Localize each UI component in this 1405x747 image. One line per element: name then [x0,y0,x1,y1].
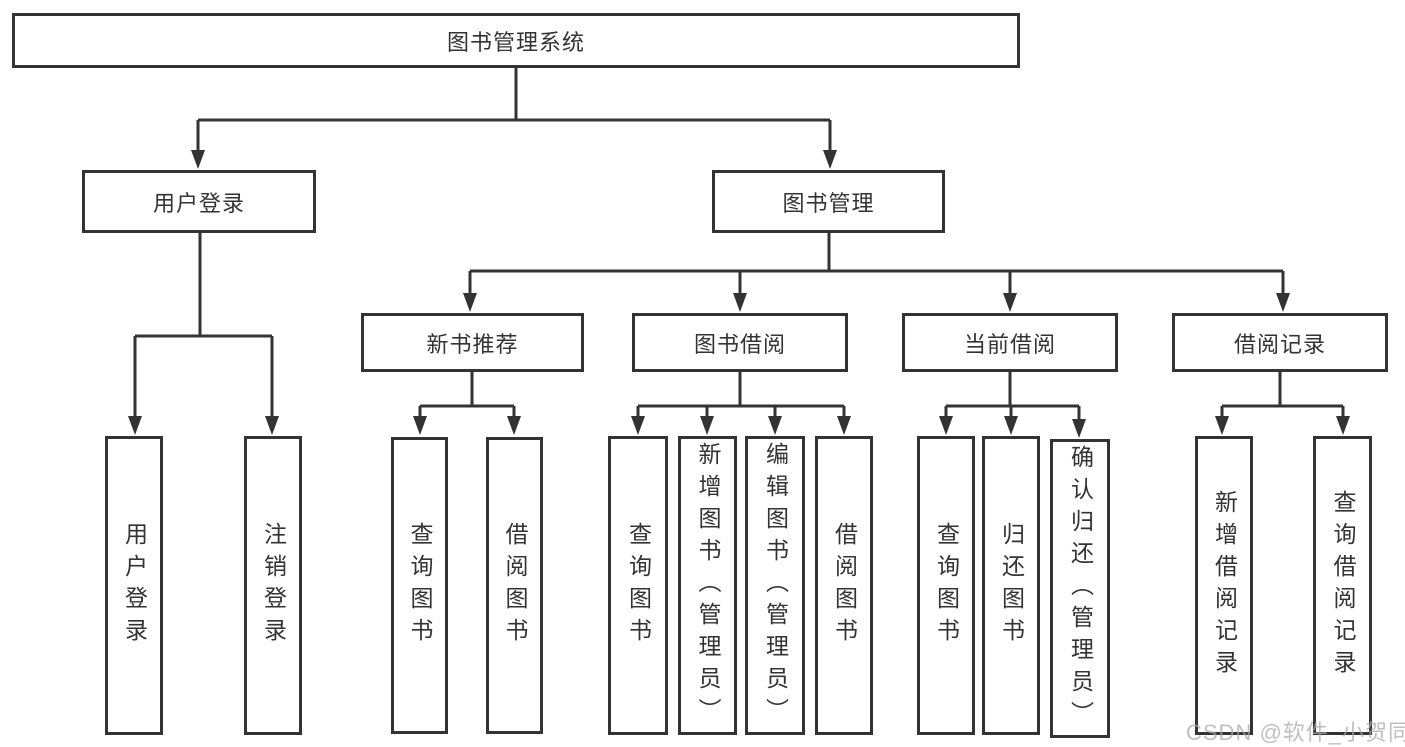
leaf-bookborrow-edit: 编辑图书（管理员） [745,436,805,735]
arrowhead [1276,293,1290,312]
arrowhead [837,416,851,435]
leaf-currentborrow-return: 归还图书 [982,436,1040,735]
arrowhead [191,150,205,169]
leaf-logout-label: 注销登录 [260,521,287,650]
node-book-management-label: 图书管理 [782,190,875,216]
leaf-record-query-label: 查询借阅记录 [1330,489,1356,682]
arrowhead [768,416,782,435]
leaf-currentborrow-confirm-label: 确认归还（管理员） [1067,444,1094,733]
leaf-user-login-label: 用户登录 [121,521,148,650]
leaf-newbook-query-label: 查询图书 [407,521,433,650]
node-book-borrow-label: 图书借阅 [693,331,786,357]
arrowhead [1072,419,1086,438]
leaf-bookborrow-borrow: 借阅图书 [815,436,873,735]
leaf-newbook-query: 查询图书 [391,437,448,734]
leaf-record-add-label: 新增借阅记录 [1211,489,1238,682]
arrowhead [1215,416,1229,435]
arrowhead [507,416,521,435]
arrowhead [413,416,427,435]
connector-currentborrow-to-leaves [944,372,1081,424]
arrowhead [823,150,837,169]
node-book-borrow: 图书借阅 [632,313,848,372]
arrowhead [1003,293,1017,312]
leaf-newbook-borrow: 借阅图书 [486,437,543,734]
leaf-record-add: 新增借阅记录 [1195,436,1253,735]
leaf-currentborrow-return-label: 归还图书 [998,521,1025,650]
leaf-bookborrow-query: 查询图书 [608,436,668,735]
leaf-record-query: 查询借阅记录 [1313,436,1372,735]
node-borrow-record-label: 借阅记录 [1233,331,1326,357]
leaf-user-login: 用户登录 [105,436,163,735]
csdn-watermark: CSDN @软件_小贺同学 [1186,720,1405,745]
arrowhead [1336,416,1350,435]
connector-userlogin-to-leaves [133,233,274,421]
leaf-bookborrow-edit-label: 编辑图书（管理员） [762,441,789,730]
node-user-login: 用户登录 [82,170,316,233]
arrowhead [631,416,645,435]
leaf-currentborrow-confirm: 确认归还（管理员） [1050,439,1110,738]
connector-newbook-to-leaves [418,372,516,421]
node-new-book-recommend: 新书推荐 [361,313,584,372]
arrowhead [733,293,747,312]
leaf-bookborrow-query-label: 查询图书 [625,521,652,650]
arrowhead [939,416,953,435]
arrowhead [463,293,477,312]
node-book-management: 图书管理 [712,170,945,233]
node-user-login-label: 用户登录 [152,190,245,216]
leaf-bookborrow-add: 新增图书（管理员） [678,436,737,735]
node-current-borrow-label: 当前借阅 [963,331,1056,357]
connector-bookborrow-to-leaves [636,372,846,421]
leaf-logout: 注销登录 [244,436,302,735]
connector-root-to-level2 [196,68,832,155]
leaf-bookborrow-borrow-label: 借阅图书 [831,521,858,650]
node-current-borrow: 当前借阅 [902,313,1118,372]
node-borrow-record: 借阅记录 [1172,313,1388,372]
arrowhead [265,416,279,435]
connector-bookmgmt-to-level3 [468,233,1285,298]
node-root-label: 图书管理系统 [446,29,585,55]
leaf-bookborrow-add-label: 新增图书（管理员） [695,441,721,730]
leaf-currentborrow-query-label: 查询图书 [933,521,960,650]
connector-borrowrecord-to-leaves [1220,372,1345,421]
arrowheads [128,150,1350,438]
leaf-currentborrow-query: 查询图书 [917,436,975,735]
node-new-book-recommend-label: 新书推荐 [426,331,519,357]
arrowhead [128,416,142,435]
leaf-newbook-borrow-label: 借阅图书 [502,521,528,650]
node-root: 图书管理系统 [12,13,1020,68]
arrowhead [1004,416,1018,435]
arrowhead [700,416,714,435]
